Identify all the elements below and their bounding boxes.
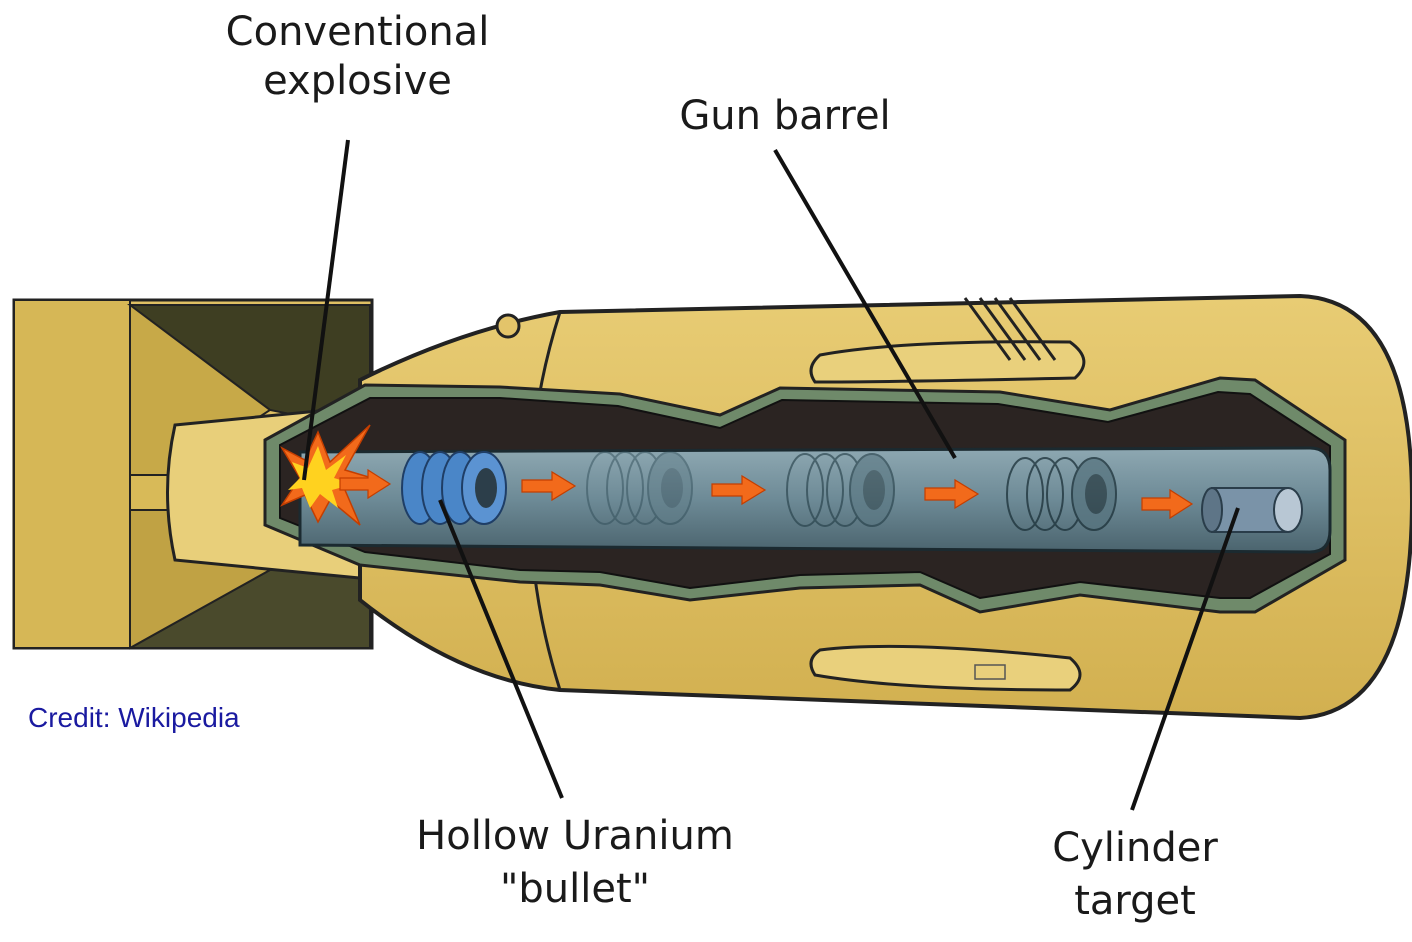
label-cylinder-target: Cylinder target	[1000, 822, 1270, 928]
label-hollow-uranium-line2: "bullet"	[350, 863, 800, 916]
label-conventional-explosive-line2: explosive	[150, 57, 565, 106]
credit-text: Credit: Wikipedia	[28, 702, 240, 734]
label-gun-barrel: Gun barrel	[620, 92, 950, 141]
label-cylinder-target-line2: target	[1000, 875, 1270, 928]
uranium-bullet	[402, 452, 506, 524]
cylinder-target	[1202, 488, 1302, 532]
label-conventional-explosive: Conventional explosive	[150, 8, 565, 106]
label-hollow-uranium-bullet: Hollow Uranium "bullet"	[350, 810, 800, 916]
label-cylinder-target-line1: Cylinder	[1000, 822, 1270, 875]
label-conventional-explosive-line1: Conventional	[150, 8, 565, 57]
label-hollow-uranium-line1: Hollow Uranium	[350, 810, 800, 863]
